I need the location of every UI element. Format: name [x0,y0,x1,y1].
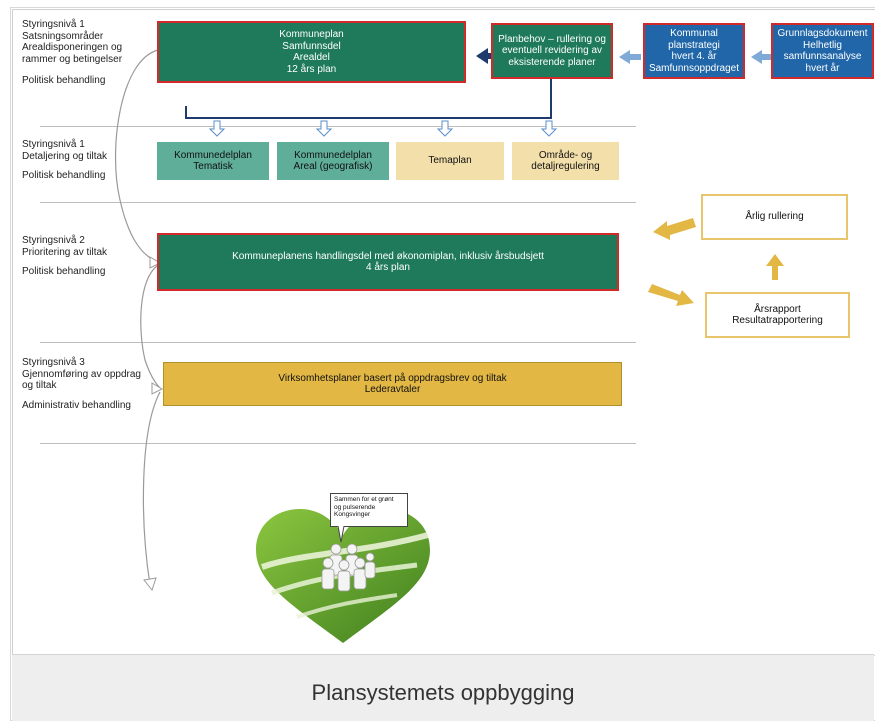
left-arrow-icon [619,50,641,64]
box-label: Planbehov – rullering og eventuell revid… [498,33,606,68]
down-arrow-icon [540,120,558,137]
box-label: Virksomhetsplaner basert på oppdragsbrev… [278,372,507,396]
box-label: Område- og detaljregulering [531,149,600,173]
figure-caption: Plansystemets oppbygging [311,680,575,705]
level-title: Styringsnivå 1 Satsningsområder Arealdis… [22,19,123,65]
planbehov-box: Planbehov – rullering og eventuell revid… [491,23,613,79]
kommuneplan-box: Kommuneplan Samfunnsdel Arealdel 12 års … [157,21,466,83]
box-label: Kommuneplanens handlingsdel med økonomip… [232,250,544,274]
down-arrow-icon [208,120,226,137]
level-title: Styringsnivå 1 Detaljering og tiltak [22,139,108,162]
cycle-arrow-icon [766,254,784,280]
box-label: Grunnlagsdokument Helhetlig samfunnsanal… [777,28,868,74]
caption-bar: Plansystemets oppbygging [12,654,874,721]
arrowhead-icon [151,382,164,395]
kommunedelplan-areal-box: Kommunedelplan Areal (geografisk) [277,142,389,180]
omrade-detaljregulering-box: Område- og detaljregulering [512,142,619,180]
cycle-arrow-icon [648,284,694,306]
level-1-strategy: Styringsnivå 1 Satsningsområder Arealdis… [22,19,122,87]
level-separator [40,443,636,444]
box-label: Temaplan [428,155,472,167]
box-label: Kommunedelplan Tematisk [174,149,252,173]
level-separator [40,126,636,127]
left-arrow-icon [751,50,773,64]
down-arrows [208,120,558,137]
left-arrow-icon [476,48,494,64]
arrowhead-icon [149,256,162,269]
people-icon [321,543,376,592]
arsrapport-box: Årsrapport Resultatrapportering [705,292,850,338]
heart-logo [256,509,430,643]
down-arrow-icon [436,120,454,137]
grunnlagsdokument-box: Grunnlagsdokument Helhetlig samfunnsanal… [771,23,874,79]
speech-bubble: Sammen for et grønt og pulserende Kongsv… [330,493,408,527]
box-label: Årsrapport Resultatrapportering [732,303,823,327]
level-title: Styringsnivå 3 Gjennomføring av oppdrag … [22,357,141,391]
box-label: Årlig rullering [745,211,804,223]
down-arrow-icon [315,120,333,137]
level-2: Styringsnivå 2 Prioritering av tiltak Po… [22,235,107,278]
cycle-arrow-icon [653,218,696,240]
handlingsdel-box: Kommuneplanens handlingsdel med økonomip… [157,233,619,291]
level-separator [40,342,636,343]
box-label: Kommunal planstrategi hvert 4. år Samfun… [648,28,740,74]
virksomhetsplaner-box: Virksomhetsplaner basert på oppdragsbrev… [163,362,622,406]
box-label: Kommuneplan Samfunnsdel Arealdel 12 års … [279,29,344,75]
bubble-pointer [337,526,345,543]
kommunal-planstrategi-box: Kommunal planstrategi hvert 4. år Samfun… [643,23,745,79]
level-1-detail: Styringsnivå 1 Detaljering og tiltak Pol… [22,139,107,182]
kommunedelplan-tematisk-box: Kommunedelplan Tematisk [157,142,269,180]
level-treatment: Politisk behandling [22,266,106,277]
speech-bubble-text: Sammen for et grønt og pulserende Kongsv… [334,496,394,518]
arrowhead-icon [143,577,157,592]
flow-arrowheads [143,256,164,592]
level-treatment: Politisk behandling [22,75,106,86]
arlig-rullering-box: Årlig rullering [701,194,848,240]
level-treatment: Politisk behandling [22,170,106,181]
level-treatment: Administrativ behandling [22,399,131,411]
level-separator [40,202,636,203]
level-3: Styringsnivå 3 Gjennomføring av oppdrag … [22,357,141,411]
planbehov-connector [185,78,552,119]
temaplan-box: Temaplan [396,142,504,180]
box-label: Kommunedelplan Areal (geografisk) [293,149,373,173]
level-title: Styringsnivå 2 Prioritering av tiltak [22,235,108,258]
flow-curves [115,49,161,586]
